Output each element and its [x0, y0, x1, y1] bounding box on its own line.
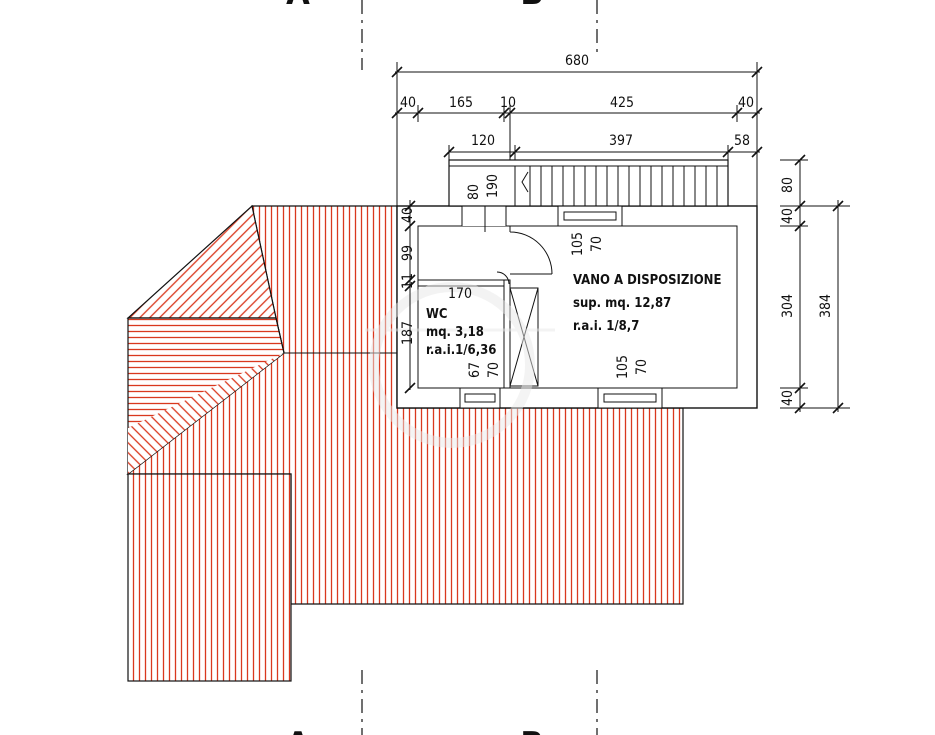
dimension-tick	[404, 280, 416, 292]
dimension-tick	[404, 220, 416, 232]
dim-wc-window-width: 67	[467, 362, 483, 378]
dimension-tick	[731, 107, 743, 119]
roof-lower-wing	[127, 473, 292, 682]
room-wc-area: mq. 3,18	[426, 325, 484, 340]
dimension-tick	[498, 107, 510, 119]
dimension-tick	[509, 146, 521, 158]
dimension-tick	[832, 402, 844, 414]
dim-row2-1: 40	[400, 95, 416, 111]
dim-top-door-width: 80	[466, 184, 482, 200]
dim-left-4: 187	[400, 321, 416, 345]
dimension-tick	[391, 107, 403, 119]
dim-row3-2: 397	[609, 133, 633, 149]
dimension-tick	[404, 274, 416, 286]
dim-overall-width: 680	[565, 53, 589, 69]
dim-row2-2: 165	[449, 95, 473, 111]
watermark-logo	[365, 282, 555, 448]
room-main-rai: r.a.i. 1/8,7	[573, 319, 639, 334]
dimension-tick	[751, 107, 763, 119]
dimension-tick	[751, 146, 763, 158]
dimension-tick	[443, 146, 455, 158]
dim-left-3: 11	[400, 273, 416, 289]
dim-right-2: 40	[780, 208, 796, 224]
dim-top-door-height: 190	[485, 174, 501, 198]
room-main-area: sup. mq. 12,87	[573, 296, 671, 311]
dim-row2-3: 10	[500, 95, 516, 111]
dimension-lines	[391, 62, 850, 414]
building	[396, 205, 758, 409]
dim-top-window-width: 105	[570, 232, 586, 256]
dimension-tick	[404, 382, 416, 394]
section-mark-a-top: A	[286, 0, 310, 13]
dim-bottom-window-height: 70	[634, 359, 650, 375]
dim-right-1: 80	[780, 177, 796, 193]
dim-wc-window-height: 70	[486, 362, 502, 378]
roof-lower-hip	[128, 353, 284, 474]
stair	[448, 159, 729, 207]
dimension-texts: 680 40 165 10 425 40 120 397 58 80 190 1…	[400, 53, 834, 406]
dim-right-overall: 384	[818, 294, 834, 318]
dimension-tick	[794, 154, 806, 166]
section-lines: A B A B	[286, 0, 598, 735]
dim-right-3: 304	[780, 294, 796, 318]
roof-upper-hip	[126, 204, 277, 319]
dimension-tick	[391, 66, 403, 78]
dimension-tick	[794, 200, 806, 212]
room-wc-name: WC	[426, 307, 448, 322]
dimension-tick	[404, 200, 416, 212]
dim-row2-5: 40	[738, 95, 754, 111]
dim-bottom-window-width: 105	[615, 355, 631, 379]
dimension-tick	[794, 402, 806, 414]
dimension-tick	[412, 107, 424, 119]
dimension-tick	[751, 66, 763, 78]
dimension-tick	[794, 220, 806, 232]
section-mark-b-top: B	[520, 0, 543, 13]
dim-right-4: 40	[780, 390, 796, 406]
dim-left-1: 40	[400, 207, 416, 223]
dim-row3-1: 120	[471, 133, 495, 149]
dim-wc-depth: 170	[448, 286, 472, 302]
room-main-name: VANO A DISPOSIZIONE	[573, 273, 721, 288]
room-labels: VANO A DISPOSIZIONE sup. mq. 12,87 r.a.i…	[426, 273, 721, 358]
dimension-tick	[722, 146, 734, 158]
dimension-tick	[504, 107, 516, 119]
dimension-tick	[832, 200, 844, 212]
roof	[126, 204, 684, 682]
dim-row3-3: 58	[734, 133, 750, 149]
dim-row2-4: 425	[610, 95, 634, 111]
dim-left-2: 99	[400, 245, 416, 261]
dim-top-window-height: 70	[589, 236, 605, 252]
room-wc-rai: r.a.i.1/6,36	[426, 343, 496, 358]
section-mark-a-bottom: A	[286, 725, 310, 735]
section-mark-b-bottom: B	[520, 725, 543, 735]
dimension-tick	[794, 382, 806, 394]
